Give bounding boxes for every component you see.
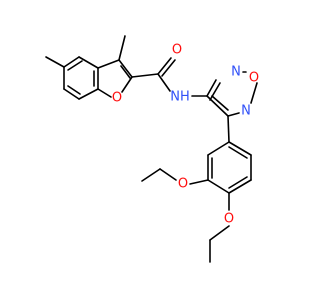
phenyl-ring: [207, 141, 252, 194]
oxadiazole-ring: [206, 71, 258, 117]
molecule-structure: O O NH N O N O O: [45, 35, 259, 263]
atom-label-n-oxadiazole-a: N: [231, 65, 241, 80]
aryl-link-bond: [227, 115, 230, 143]
atom-label-o-ethoxy-1: O: [178, 177, 188, 192]
atom-label-n-oxadiazole-b: N: [241, 104, 251, 119]
methyl-bond-3: [118, 35, 126, 61]
atom-label-o-ethoxy-2: O: [224, 212, 234, 227]
ethoxy-group-2: [209, 192, 230, 263]
atom-label-nh-amide: NH: [170, 90, 190, 105]
methyl-bond-5: [45, 56, 65, 68]
ethoxy-group-1: [141, 168, 209, 185]
molecule-canvas: O O NH N O N O O: [45, 35, 259, 263]
furan-ring: [97, 59, 133, 98]
atom-label-o-carbonyl: O: [172, 43, 182, 58]
benzene-ring-benzofuran: [63, 56, 99, 100]
atom-label-o-furan: O: [112, 91, 122, 106]
atom-label-o-oxadiazole: O: [249, 71, 259, 86]
amide-group: [131, 57, 208, 97]
